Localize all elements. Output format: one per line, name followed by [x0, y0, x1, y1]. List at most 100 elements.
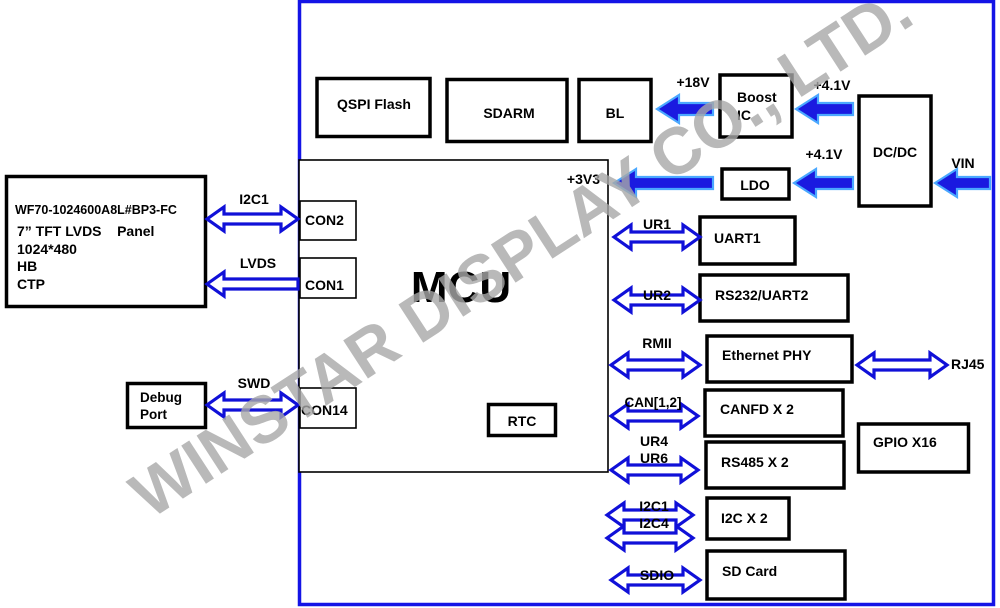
boost-ic-box: [718, 73, 794, 139]
i2c1-panel-arrow: [204, 203, 301, 235]
ldo-box: [720, 167, 791, 201]
con2-label: CON2: [305, 212, 344, 228]
bl-box: [577, 77, 653, 144]
ethernet-phy-box: [705, 334, 854, 384]
swd-label: SWD: [238, 375, 271, 391]
backlight-block[interactable]: BL: [577, 77, 653, 144]
sdarm-label: SDARM: [483, 105, 534, 121]
sd-card-box: [705, 549, 847, 601]
sdarm-block[interactable]: SDARM: [445, 77, 569, 144]
panel-line-3: HB: [17, 258, 37, 274]
i2c4-label: I2C4: [639, 515, 669, 531]
sdarm-box: [445, 77, 569, 144]
qspi-flash-block[interactable]: QSPI Flash: [315, 76, 432, 139]
ldo-in-label: +4.1V: [806, 146, 844, 162]
ur6-label: UR6: [640, 450, 668, 466]
rs232-block[interactable]: RS232/UART2: [698, 273, 850, 323]
boost-ic-line-2: IC: [737, 107, 751, 123]
i2c4-arrow: [604, 522, 696, 554]
swd-arrow: [204, 389, 301, 421]
panel-model: WF70-1024600A8L#BP3-FC: [15, 203, 177, 217]
uart1-label: UART1: [714, 230, 761, 246]
arrow-layer: [204, 92, 992, 596]
dcdc-block[interactable]: DC/DC: [857, 94, 933, 208]
ethernet-phy-label: Ethernet PHY: [722, 347, 812, 363]
boost-out-label: +18V: [676, 74, 710, 90]
rs485-box: [704, 440, 846, 490]
panel-line-2: 1024*480: [17, 241, 77, 257]
sdio-label: SDIO: [640, 567, 674, 583]
dcdc-label: DC/DC: [873, 144, 917, 160]
qspi-flash-box: [315, 76, 432, 139]
boost-ic-block[interactable]: Boost IC: [718, 73, 794, 139]
uart1-block[interactable]: UART1: [698, 215, 797, 266]
gpio-box: [856, 422, 971, 474]
boost-ic-line-1: Boost: [737, 89, 777, 105]
bl-label: BL: [606, 105, 625, 121]
qspi-flash-label: QSPI Flash: [337, 96, 411, 112]
con2-box: [299, 200, 357, 241]
rs232-box: [698, 273, 850, 323]
lcd-panel-block[interactable]: WF70-1024600A8L#BP3-FC 7” TFT LVDS Panel…: [4, 174, 208, 309]
ur2-label: UR2: [643, 287, 671, 303]
panel-line-1: 7” TFT LVDS Panel: [17, 223, 154, 239]
can-label: CAN[1,2]: [624, 395, 681, 410]
rtc-label: RTC: [508, 413, 537, 429]
i2c1-panel-label: I2C1: [239, 191, 269, 207]
gpio-block[interactable]: GPIO X16: [856, 422, 971, 474]
sd-card-label: SD Card: [722, 563, 777, 579]
canfd-box: [703, 388, 845, 438]
dcdc-box: [857, 94, 933, 208]
uart1-box: [698, 215, 797, 266]
debug-port-block[interactable]: Debug Port: [125, 381, 208, 430]
rs232-label: RS232/UART2: [715, 287, 809, 303]
mcu-label: MCU: [411, 263, 511, 312]
rs485-block[interactable]: RS485 X 2: [704, 440, 846, 490]
can-arrow: [608, 400, 701, 432]
canfd-block[interactable]: CANFD X 2: [703, 388, 845, 438]
ldo-label: LDO: [740, 177, 770, 193]
panel-box: [4, 174, 208, 309]
ur1-arrow: [611, 221, 703, 253]
vin-label: VIN: [951, 155, 974, 171]
rtc-box: [486, 402, 558, 438]
lvds-arrow: [204, 268, 300, 300]
boost-in-label: +4.1V: [814, 77, 852, 93]
i2c1-arrow: [604, 499, 696, 531]
mcu-supply-label: +3V3: [567, 171, 600, 187]
gpio-label: GPIO X16: [873, 434, 937, 450]
lvds-label: LVDS: [240, 255, 276, 271]
con14-label: CON14: [301, 402, 348, 418]
boost-to-bl-arrow: [654, 92, 715, 126]
connector-con2[interactable]: CON2: [299, 200, 357, 241]
ur1-label: UR1: [643, 216, 671, 232]
debug-port-line-2: Port: [140, 407, 168, 422]
connector-con14[interactable]: CON14: [299, 387, 357, 429]
ldo-to-mcu-arrow: [611, 166, 715, 200]
debug-port-line-1: Debug: [140, 390, 182, 405]
rj45-label: RJ45: [951, 356, 985, 372]
ldo-block[interactable]: LDO: [720, 167, 791, 201]
rmii-arrow: [608, 349, 703, 381]
sd-card-block[interactable]: SD Card: [705, 549, 847, 601]
rj45-arrow: [854, 349, 950, 381]
vin-arrow: [932, 166, 992, 200]
sdio-arrow: [608, 564, 703, 596]
con1-label: CON1: [305, 277, 344, 293]
con14-box: [299, 387, 357, 429]
i2c1-label: I2C1: [639, 498, 669, 514]
rtc-block[interactable]: RTC: [486, 402, 558, 438]
canfd-label: CANFD X 2: [720, 401, 794, 417]
connector-con1[interactable]: CON1: [299, 257, 357, 299]
i2c-block[interactable]: I2C X 2: [705, 496, 791, 541]
con1-box: [299, 257, 357, 299]
ur4-label: UR4: [640, 433, 668, 449]
rs485-label: RS485 X 2: [721, 454, 789, 470]
dcdc-to-boost-arrow: [793, 92, 855, 126]
i2c-label: I2C X 2: [721, 510, 768, 526]
dcdc-to-ldo-arrow: [791, 166, 855, 200]
ur4-ur6-arrow: [608, 454, 701, 486]
ethernet-phy-block[interactable]: Ethernet PHY: [705, 334, 854, 384]
i2c-box: [705, 496, 791, 541]
